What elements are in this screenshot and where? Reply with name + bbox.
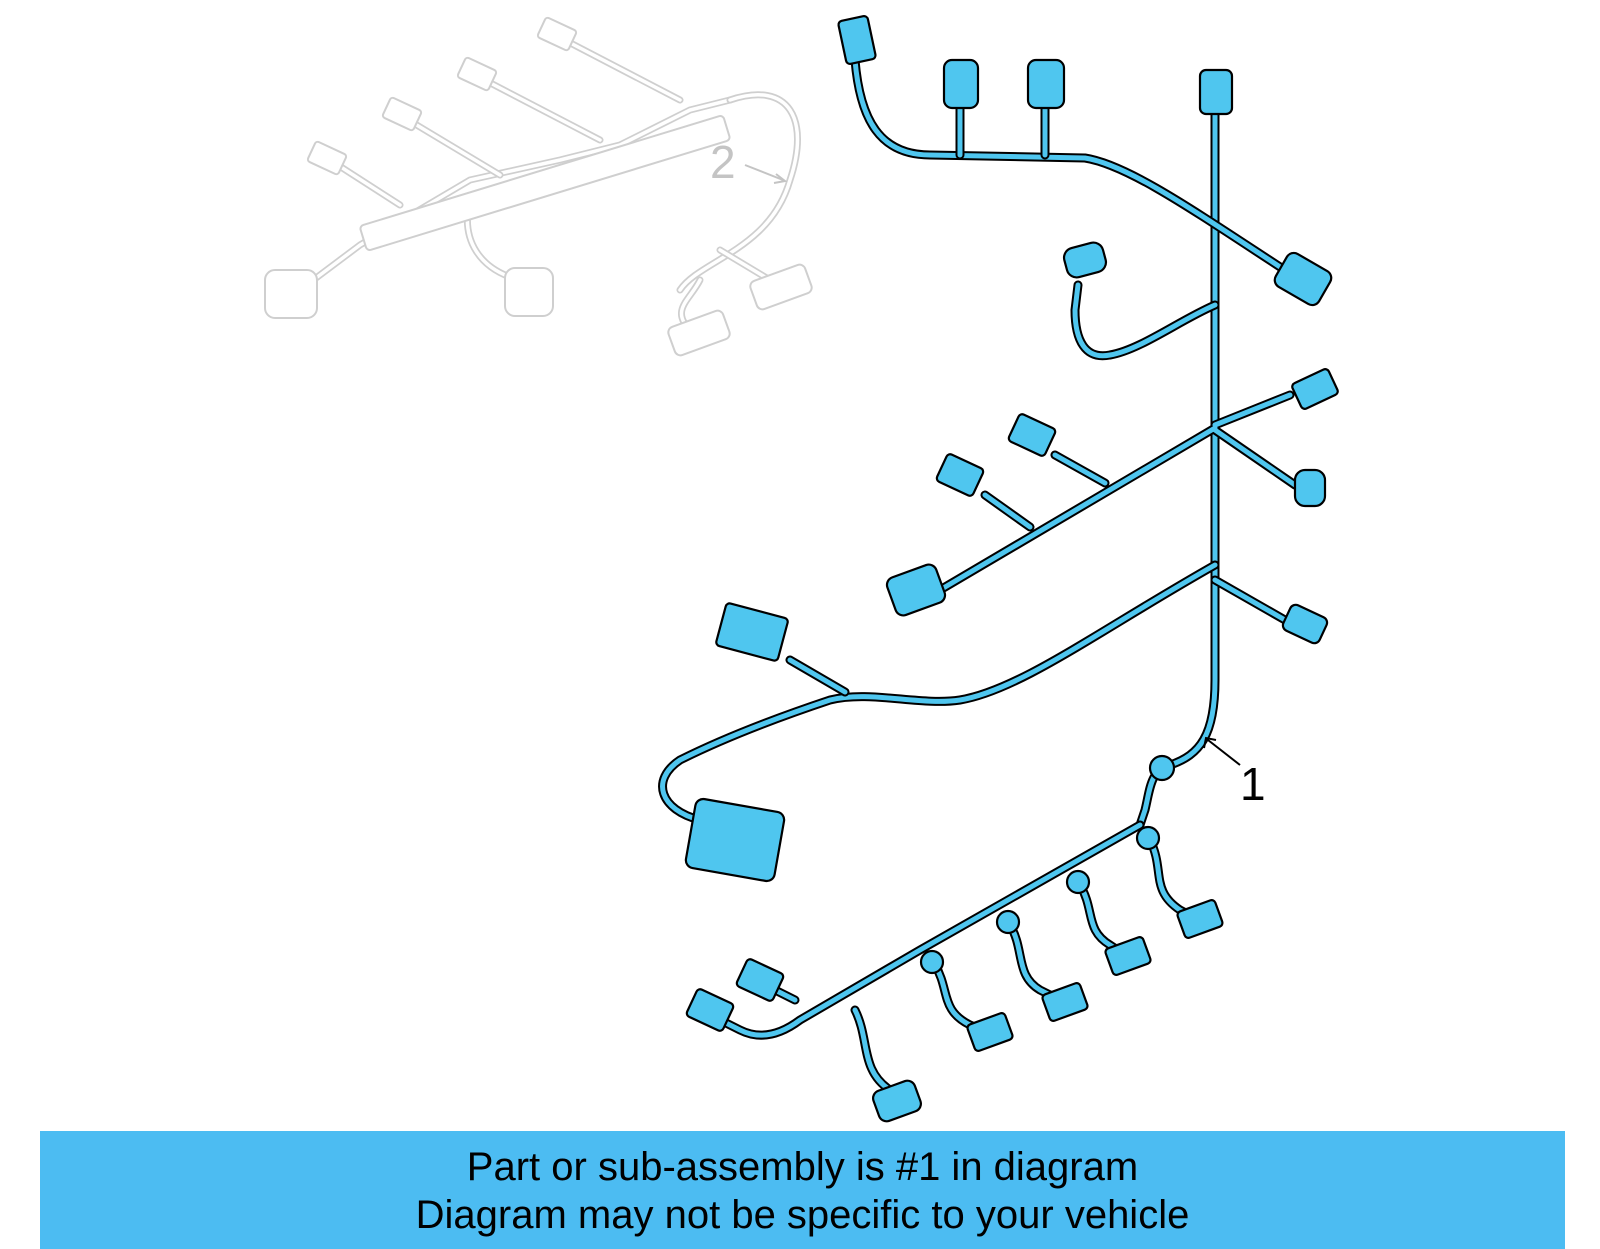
- connector-trunk-top: [1198, 68, 1234, 116]
- connector-top-2: [942, 58, 980, 110]
- banner-line-1: Part or sub-assembly is #1 in diagram: [466, 1145, 1139, 1189]
- connector-bottom-2: [966, 1012, 1014, 1052]
- disclaimer-banner: Part or sub-assembly is #1 in diagram Di…: [40, 1131, 1565, 1249]
- connector-top-3: [1026, 58, 1066, 110]
- grommet-4: [1135, 825, 1161, 851]
- connector-right-mid-2: [1293, 468, 1327, 508]
- grommet-trunk: [1148, 754, 1176, 782]
- banner-line-2: Diagram may not be specific to your vehi…: [415, 1193, 1190, 1237]
- connector-module-box: [684, 797, 786, 883]
- connector-right-lower: [1281, 603, 1329, 645]
- main-harness-part-1: 1: [658, 15, 1339, 1123]
- connector-mid-1: [1007, 413, 1057, 457]
- ghost-harness-part-2: 2: [264, 16, 813, 357]
- connector-bottom-5: [1176, 899, 1224, 939]
- connector-bottom-3: [1041, 982, 1089, 1022]
- connector-loop: [1062, 241, 1108, 279]
- connector-bottom-left-2: [685, 988, 735, 1032]
- grommet-3: [1065, 869, 1091, 895]
- callout-1-label: 1: [1240, 758, 1266, 810]
- grommet-2: [995, 909, 1021, 935]
- grommet-1: [919, 949, 945, 975]
- connector-right-upper: [1273, 251, 1333, 307]
- connector-bottom-4: [1104, 936, 1152, 976]
- connector-top-1: [837, 15, 877, 65]
- connector-bottom-left-1: [735, 958, 785, 1002]
- connector-mid-3: [885, 563, 947, 617]
- connector-right-mid-1: [1291, 368, 1339, 410]
- connector-lower-left: [715, 602, 789, 662]
- callout-2-label: 2: [710, 136, 736, 188]
- connector-bottom-1: [872, 1079, 922, 1123]
- connector-mid-2: [935, 453, 985, 497]
